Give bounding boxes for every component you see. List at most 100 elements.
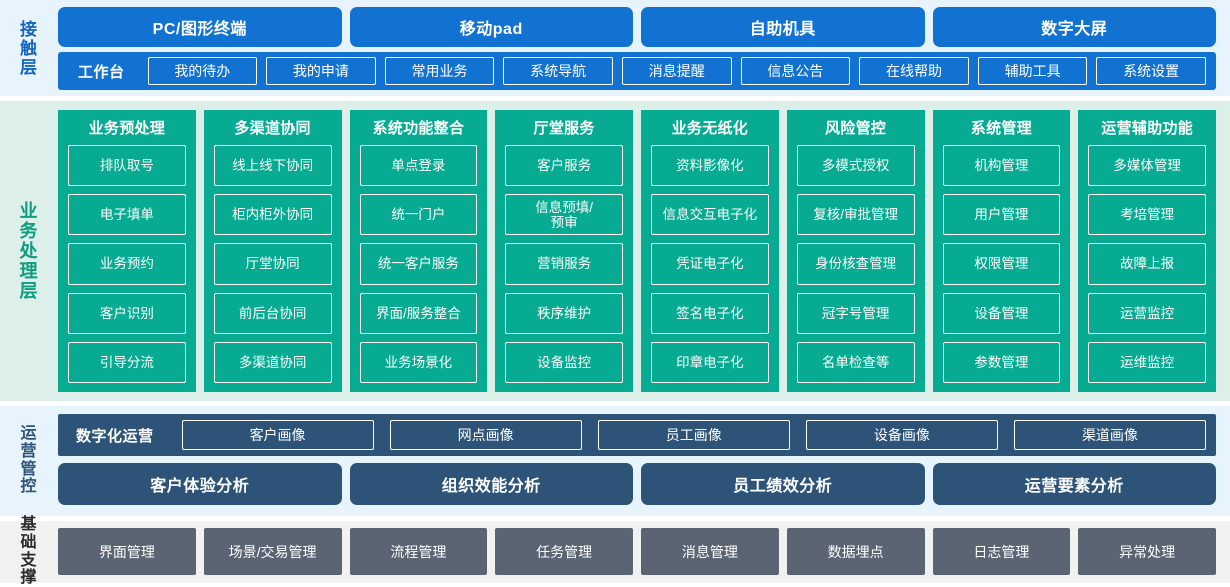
- business-item-list: 排队取号电子填单业务预约客户识别引导分流: [68, 145, 186, 384]
- workbench-item[interactable]: 消息提醒: [621, 57, 732, 85]
- workbench-bar: 工作台 我的待办我的申请常用业务系统导航消息提醒信息公告在线帮助辅助工具系统设置: [58, 52, 1216, 90]
- business-item[interactable]: 业务预约: [68, 243, 186, 285]
- business-item[interactable]: 多模式授权: [796, 145, 915, 187]
- base-support-chip[interactable]: 数据埋点: [786, 528, 925, 575]
- ops-layer: 运营管控 数字化运营 客户画像网点画像员工画像设备画像渠道画像 客户体验分析组织…: [0, 406, 1230, 516]
- business-item[interactable]: 多渠道协同: [213, 341, 332, 384]
- business-item[interactable]: 运维监控: [1088, 341, 1206, 384]
- channel-chip[interactable]: 移动pad: [349, 7, 633, 47]
- channel-chip[interactable]: PC/图形终端: [58, 7, 342, 47]
- analysis-chip[interactable]: 员工绩效分析: [641, 463, 925, 505]
- analysis-chip[interactable]: 客户体验分析: [58, 463, 342, 505]
- base-support-chip[interactable]: 界面管理: [58, 528, 196, 575]
- business-item[interactable]: 复核/审批管理: [796, 194, 915, 236]
- business-item[interactable]: 机构管理: [942, 145, 1061, 187]
- workbench-item[interactable]: 系统导航: [503, 57, 613, 85]
- business-item[interactable]: 印章电子化: [651, 341, 769, 384]
- business-item[interactable]: 秩序维护: [505, 292, 623, 334]
- business-item[interactable]: 排队取号: [68, 145, 186, 187]
- business-item[interactable]: 线上线下协同: [213, 145, 332, 187]
- base-layer: 基础支撑 界面管理场景/交易管理流程管理任务管理消息管理数据埋点日志管理异常处理: [0, 516, 1230, 586]
- business-item-list: 客户服务信息预填/ 预审营销服务秩序维护设备监控: [505, 145, 623, 384]
- analysis-chip[interactable]: 组织效能分析: [349, 463, 633, 505]
- base-support-chip[interactable]: 任务管理: [495, 528, 633, 575]
- business-item[interactable]: 名单检查等: [796, 341, 915, 384]
- portrait-chip[interactable]: 员工画像: [597, 420, 790, 450]
- business-item[interactable]: 柜内柜外协同: [213, 194, 332, 236]
- business-column-title: 运营辅助功能: [1101, 120, 1194, 137]
- business-column-title: 业务预处理: [88, 120, 166, 137]
- workbench-item[interactable]: 常用业务: [384, 57, 495, 85]
- business-item[interactable]: 设备管理: [942, 292, 1061, 334]
- workbench-item[interactable]: 我的申请: [266, 57, 376, 85]
- business-item[interactable]: 前后台协同: [213, 292, 332, 334]
- business-column: 运营辅助功能多媒体管理考培管理故障上报运营监控运维监控: [1078, 110, 1216, 392]
- layer-divider-3: [0, 516, 1230, 521]
- channel-chip[interactable]: 自助机具: [641, 7, 925, 47]
- business-column-title: 业务无纸化: [671, 120, 749, 137]
- base-support-chip[interactable]: 日志管理: [932, 528, 1071, 575]
- base-support-chip[interactable]: 消息管理: [641, 528, 779, 575]
- channel-chip[interactable]: 数字大屏: [932, 7, 1216, 47]
- business-item[interactable]: 多媒体管理: [1088, 145, 1206, 187]
- workbench-item[interactable]: 辅助工具: [977, 57, 1088, 85]
- business-item[interactable]: 厅堂协同: [213, 243, 332, 285]
- business-item[interactable]: 签名电子化: [651, 292, 769, 334]
- business-item[interactable]: 统一门户: [359, 194, 478, 236]
- analysis-chip[interactable]: 运营要素分析: [932, 463, 1216, 505]
- ops-layer-label-text: 运营管控: [20, 424, 38, 496]
- business-item[interactable]: 营销服务: [505, 243, 623, 285]
- contact-layer-label: 接触层: [0, 7, 58, 90]
- business-layer-label: 业务处理层: [0, 110, 58, 392]
- base-support-chip[interactable]: 异常处理: [1078, 528, 1216, 575]
- business-item[interactable]: 统一客户服务: [359, 243, 478, 285]
- business-item[interactable]: 信息预填/ 预审: [505, 194, 623, 236]
- business-item[interactable]: 客户服务: [505, 145, 623, 187]
- business-item[interactable]: 用户管理: [942, 194, 1061, 236]
- business-item-list: 多模式授权复核/审批管理身份核查管理冠字号管理名单检查等: [796, 145, 915, 384]
- business-item[interactable]: 凭证电子化: [651, 243, 769, 285]
- digital-ops-title: 数字化运营: [76, 427, 154, 445]
- layer-divider-1: [0, 96, 1230, 101]
- portrait-chip[interactable]: 客户画像: [181, 420, 374, 450]
- workbench-item[interactable]: 我的待办: [147, 57, 258, 85]
- business-item[interactable]: 资料影像化: [651, 145, 769, 187]
- workbench-item[interactable]: 系统设置: [1096, 57, 1206, 85]
- analysis-row: 客户体验分析组织效能分析员工绩效分析运营要素分析: [58, 463, 1216, 505]
- business-layer-label-text: 业务处理层: [19, 200, 39, 302]
- business-item[interactable]: 客户识别: [68, 292, 186, 334]
- business-item[interactable]: 冠字号管理: [796, 292, 915, 334]
- ops-layer-body: 数字化运营 客户画像网点画像员工画像设备画像渠道画像 客户体验分析组织效能分析员…: [58, 414, 1230, 507]
- business-layer: 业务处理层 业务预处理排队取号电子填单业务预约客户识别引导分流多渠道协同 线上线下…: [0, 101, 1230, 401]
- business-item[interactable]: 界面/服务整合: [359, 292, 478, 334]
- business-item[interactable]: 权限管理: [942, 243, 1061, 285]
- business-item[interactable]: 设备监控: [505, 341, 623, 384]
- portrait-chip[interactable]: 设备画像: [805, 420, 998, 450]
- base-support-chip[interactable]: 场景/交易管理: [203, 528, 342, 575]
- business-item[interactable]: 参数管理: [942, 341, 1061, 384]
- business-item[interactable]: 单点登录: [359, 145, 478, 187]
- base-support-chip[interactable]: 流程管理: [349, 528, 488, 575]
- portrait-chip[interactable]: 网点画像: [389, 420, 582, 450]
- workbench-item[interactable]: 信息公告: [740, 57, 851, 85]
- business-item[interactable]: 引导分流: [68, 341, 186, 384]
- business-column-title: 风险管控: [825, 120, 887, 137]
- portrait-chip[interactable]: 渠道画像: [1013, 420, 1206, 450]
- business-column: 业务无纸化资料影像化信息交互电子化凭证电子化签名电子化印章电子化: [641, 110, 779, 392]
- business-item[interactable]: 业务场景化: [359, 341, 478, 384]
- business-item[interactable]: 考培管理: [1088, 194, 1206, 236]
- business-item[interactable]: 信息交互电子化: [651, 194, 769, 236]
- workbench-title: 工作台: [78, 63, 125, 81]
- business-item[interactable]: 故障上报: [1088, 243, 1206, 285]
- business-item[interactable]: 电子填单: [68, 194, 186, 236]
- business-item[interactable]: 运营监控: [1088, 292, 1206, 334]
- business-column: 风险管控多模式授权复核/审批管理身份核查管理冠字号管理名单检查等: [786, 110, 925, 392]
- contact-layer-label-text: 接触层: [19, 19, 38, 78]
- ops-layer-label: 运营管控: [0, 414, 58, 507]
- workbench-item[interactable]: 在线帮助: [859, 57, 969, 85]
- workbench-item-list: 我的待办我的申请常用业务系统导航消息提醒信息公告在线帮助辅助工具系统设置: [147, 57, 1206, 85]
- business-item[interactable]: 身份核查管理: [796, 243, 915, 285]
